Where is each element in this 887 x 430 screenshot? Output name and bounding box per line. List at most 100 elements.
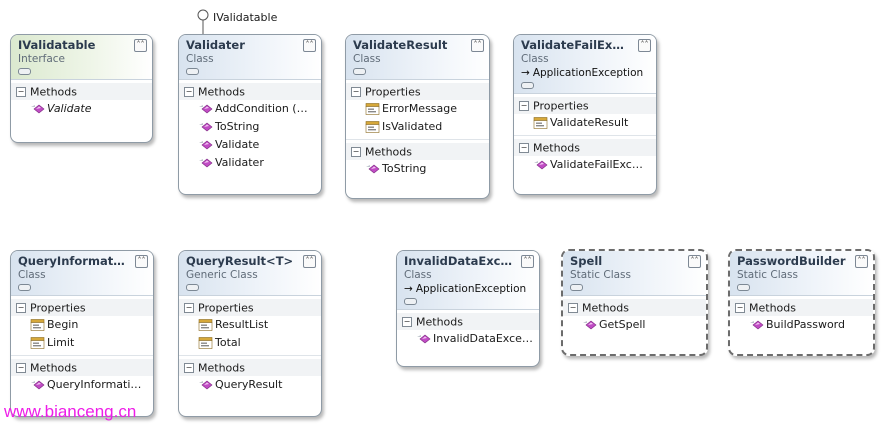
member-item[interactable]: ToString <box>179 118 321 136</box>
expand-details-icon[interactable] <box>737 284 750 291</box>
type-title: QueryResult<T> <box>186 254 294 268</box>
minus-icon[interactable]: − <box>184 303 194 313</box>
minus-icon[interactable]: − <box>16 87 26 97</box>
expand-details-icon[interactable] <box>186 284 199 291</box>
member-item[interactable]: IsValidated <box>346 118 489 136</box>
collapse-chevron-icon[interactable]: ˄˄ <box>303 255 316 268</box>
section-header[interactable]: −Properties <box>179 299 321 316</box>
member-item[interactable]: Validate <box>179 136 321 154</box>
minus-icon[interactable]: − <box>568 303 578 313</box>
method-icon <box>197 156 215 170</box>
type-title: ValidateResult <box>353 38 448 52</box>
member-item[interactable]: ErrorMessage <box>346 100 489 118</box>
member-item[interactable]: InvalidDataExce… <box>397 330 539 348</box>
minus-icon[interactable]: − <box>351 87 361 97</box>
member-item[interactable]: GetSpell <box>563 316 706 334</box>
minus-icon[interactable]: − <box>184 363 194 373</box>
expand-details-icon[interactable] <box>18 68 31 75</box>
member-item[interactable]: ValidateFailExc… <box>514 156 656 174</box>
type-title: ValidateFailExce… <box>521 38 630 52</box>
type-box-invaliddataexception[interactable]: InvalidDataExce…Class→ApplicationExcepti… <box>396 250 540 367</box>
member-item[interactable]: ValidateResult <box>514 114 656 132</box>
property-icon <box>29 336 47 350</box>
section-header[interactable]: −Methods <box>514 139 656 156</box>
base-type-label: ApplicationException <box>532 67 644 79</box>
section-header[interactable]: −Methods <box>179 83 321 100</box>
minus-icon[interactable]: − <box>519 143 529 153</box>
expand-details-icon[interactable] <box>570 284 583 291</box>
expand-details-icon[interactable] <box>18 284 31 291</box>
type-title: InvalidDataExce… <box>404 254 513 268</box>
member-item[interactable]: ResultList <box>179 316 321 334</box>
minus-icon[interactable]: − <box>184 87 194 97</box>
collapse-chevron-icon[interactable]: ˄˄ <box>638 39 651 52</box>
member-item[interactable]: AddCondition (… <box>179 100 321 118</box>
collapse-chevron-icon[interactable]: ˄˄ <box>688 255 701 268</box>
section-label: Methods <box>749 301 796 315</box>
member-item[interactable]: Validate <box>11 100 152 118</box>
expand-details-icon[interactable] <box>404 298 417 305</box>
member-item[interactable]: BuildPassword <box>730 316 873 334</box>
minus-icon[interactable]: − <box>735 303 745 313</box>
type-stereotype: Class <box>404 269 432 281</box>
minus-icon[interactable]: − <box>519 101 529 111</box>
collapse-chevron-icon[interactable]: ˄˄ <box>134 39 147 52</box>
section-header[interactable]: −Properties <box>11 299 153 316</box>
expand-details-icon[interactable] <box>521 82 534 89</box>
member-name: ToString <box>215 120 260 133</box>
member-name: IsValidated <box>382 120 443 133</box>
section-header[interactable]: −Methods <box>179 359 321 376</box>
collapse-chevron-icon[interactable]: ˄˄ <box>521 255 534 268</box>
section-header[interactable]: −Methods <box>397 313 539 330</box>
section-header[interactable]: −Properties <box>514 97 656 114</box>
type-stereotype: Class <box>353 53 381 65</box>
minus-icon[interactable]: − <box>402 317 412 327</box>
member-item[interactable]: QueryResult <box>179 376 321 394</box>
section-header[interactable]: −Methods <box>346 143 489 160</box>
collapse-chevron-icon[interactable]: ˄˄ <box>471 39 484 52</box>
member-name: ToString <box>382 162 427 175</box>
member-item[interactable]: ToString <box>346 160 489 178</box>
property-icon <box>532 116 550 130</box>
method-icon <box>197 138 215 152</box>
type-box-queryresult[interactable]: QueryResult<T>Generic Class˄˄−Properties… <box>178 250 322 417</box>
method-icon <box>364 162 382 176</box>
member-item[interactable]: Limit <box>11 334 153 352</box>
member-name: QueryResult <box>215 378 283 391</box>
type-title: Validater <box>186 38 245 52</box>
collapse-chevron-icon[interactable]: ˄˄ <box>135 255 148 268</box>
minus-icon[interactable]: − <box>16 303 26 313</box>
collapse-chevron-icon[interactable]: ˄˄ <box>303 39 316 52</box>
type-title: QueryInformation <box>18 254 127 268</box>
section-header[interactable]: −Methods <box>11 359 153 376</box>
expand-details-icon[interactable] <box>353 68 366 75</box>
member-item[interactable]: QueryInformati… <box>11 376 153 394</box>
expand-details-icon[interactable] <box>186 68 199 75</box>
section-header[interactable]: −Methods <box>563 299 706 316</box>
member-item[interactable]: Total <box>179 334 321 352</box>
member-item[interactable]: Begin <box>11 316 153 334</box>
minus-icon[interactable]: − <box>16 363 26 373</box>
minus-icon[interactable]: − <box>351 147 361 157</box>
section-label: Methods <box>365 145 412 159</box>
section-header[interactable]: −Methods <box>11 83 152 100</box>
type-box-validatefailexception[interactable]: ValidateFailExce…Class→ApplicationExcept… <box>513 34 657 195</box>
section-header[interactable]: −Methods <box>730 299 873 316</box>
collapse-chevron-icon[interactable]: ˄˄ <box>855 255 868 268</box>
section-header[interactable]: −Properties <box>346 83 489 100</box>
member-item[interactable]: Validater <box>179 154 321 172</box>
interface-lollipop <box>197 9 209 36</box>
